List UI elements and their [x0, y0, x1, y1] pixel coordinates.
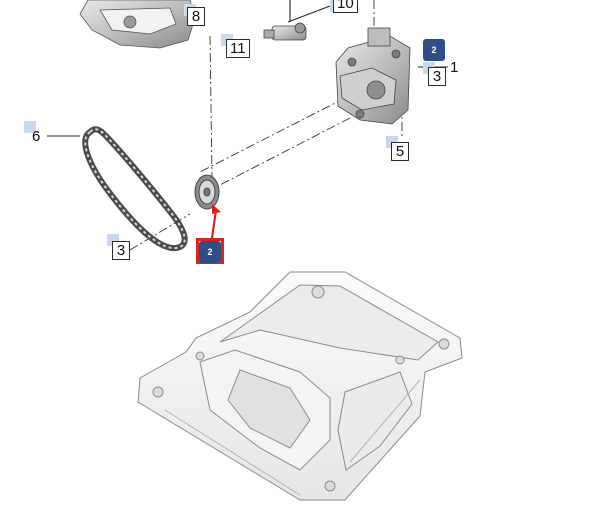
highlight-arrow [210, 204, 221, 239]
callout-shadow [24, 121, 36, 133]
sprocket [194, 174, 220, 210]
sensor-component [263, 0, 307, 41]
oil-pan [137, 271, 463, 501]
leader-line-upper [199, 97, 346, 173]
housing-component [79, 0, 196, 49]
callout-6[interactable]: 6 [32, 128, 41, 145]
callout-3-right[interactable]: 3 [428, 67, 446, 86]
callout-11[interactable]: 11 [226, 39, 250, 58]
leader-line-lower [217, 117, 351, 187]
leader-line-10-solid [287, 5, 331, 23]
callout-5[interactable]: 5 [391, 142, 409, 161]
leader-line-8 [209, 35, 213, 177]
badge-2-top-right[interactable]: 2 [423, 39, 445, 61]
callout-10[interactable]: 10 [333, 0, 358, 13]
badge-2-highlighted[interactable]: 2 [199, 241, 221, 263]
callout-8[interactable]: 8 [187, 7, 205, 26]
oil-pump-component [335, 27, 411, 125]
callout-3-left[interactable]: 3 [112, 241, 130, 260]
drive-chain [82, 126, 188, 252]
callout-1[interactable]: 1 [450, 59, 459, 76]
